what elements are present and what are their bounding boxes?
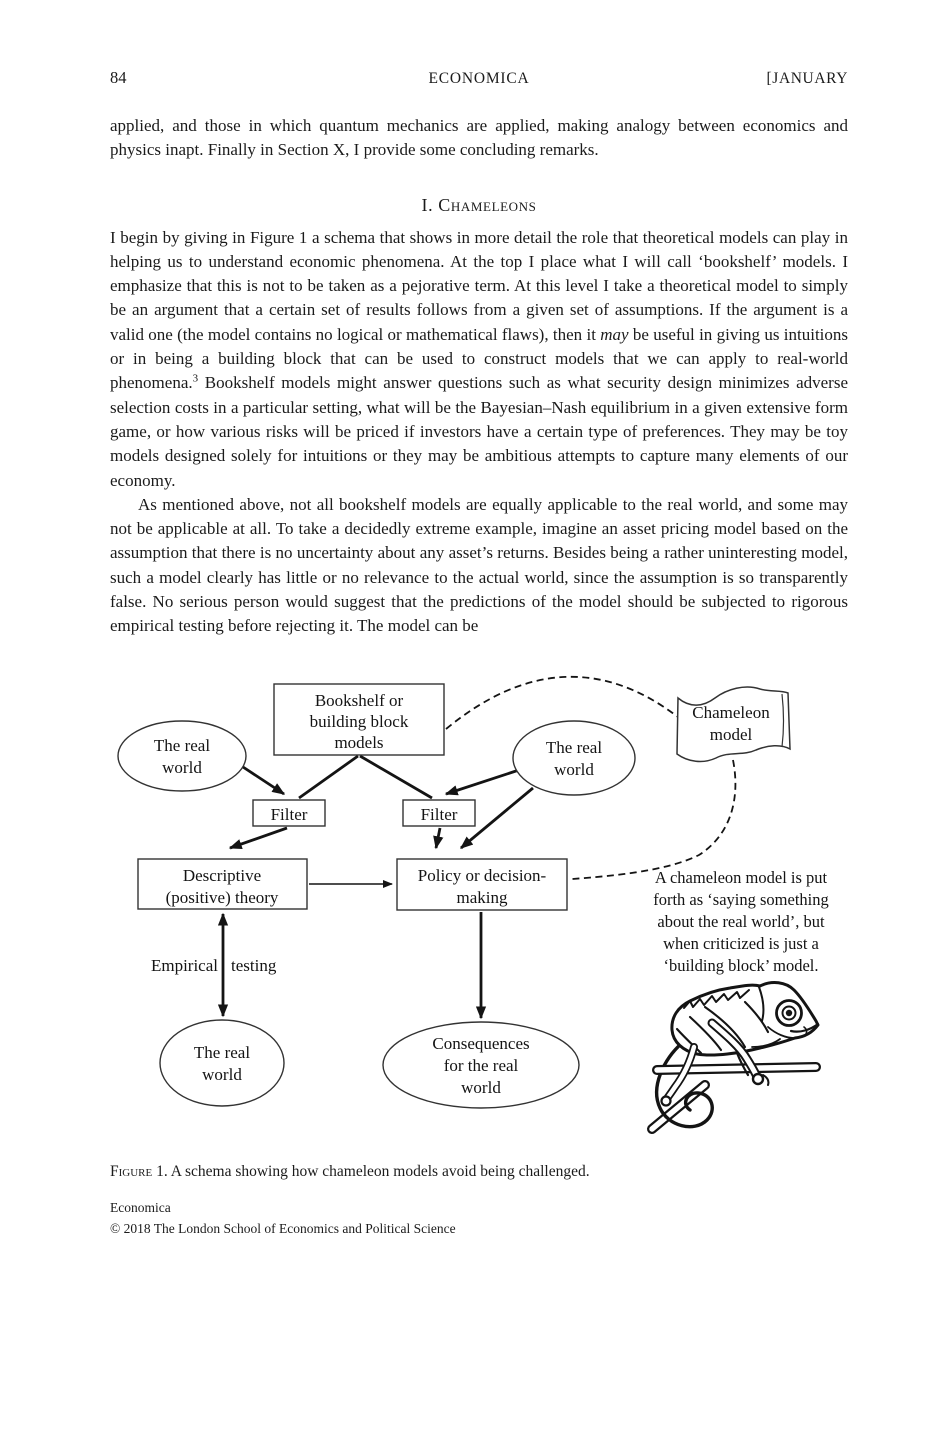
page-body: 84 ECONOMICA [JANUARY applied, and those…: [0, 68, 950, 1240]
chameleon-illustration: [647, 980, 821, 1134]
descriptive-label-line2: (positive) theory: [166, 888, 279, 907]
node-filter-left: Filter: [252, 798, 326, 827]
figure-caption: Figure 1. A schema showing how chameleon…: [110, 1163, 848, 1181]
footer-journal-name: Economica: [110, 1199, 171, 1215]
policy-label-line1: Policy or decision-: [418, 866, 547, 885]
node-policy-decision: Policy or decision- making: [396, 857, 568, 911]
issue-label: [JANUARY: [766, 70, 848, 87]
paragraph-intro-text-3: Bookshelf models might answer questions …: [110, 373, 848, 490]
real-world-tr-line1: The real: [546, 738, 602, 757]
paragraph-continuation: applied, and those in which quantum mech…: [110, 114, 848, 163]
schema-diagram: Bookshelf or building block models The r…: [117, 675, 829, 1134]
node-consequences: Consequences for the real world: [382, 1020, 580, 1109]
filter-right-label: Filter: [421, 805, 458, 824]
paragraph-continuation-text: applied, and those in which quantum mech…: [110, 116, 848, 160]
consequences-line3: world: [461, 1078, 501, 1097]
real-world-tr-line2: world: [554, 760, 594, 779]
node-chameleon-banner: Chameleon model: [676, 685, 791, 762]
italic-word: may: [600, 324, 629, 344]
testing-word: testing: [231, 956, 277, 975]
node-filter-right: Filter: [402, 798, 476, 827]
annotation-line3: about the real world’, but: [657, 912, 825, 931]
node-descriptive-theory: Descriptive (positive) theory: [137, 857, 308, 910]
consequences-line1: Consequences: [432, 1034, 529, 1053]
real-world-b-line2: world: [202, 1065, 242, 1084]
bookshelf-label-line2: building block: [310, 712, 409, 731]
diagram-arrows: [217, 754, 534, 1019]
real-world-tl-line2: world: [162, 758, 202, 777]
bookshelf-label-line3: models: [334, 733, 383, 752]
empirical-word: Empirical: [151, 956, 218, 975]
node-real-world-bottom: The real world: [159, 1018, 285, 1107]
footnote-marker: 3: [192, 372, 199, 385]
running-head: 84 ECONOMICA [JANUARY: [110, 68, 848, 88]
annotation-line5: ‘building block’ model.: [663, 956, 818, 975]
figure-caption-label: Figure: [110, 1162, 153, 1180]
paragraph-intro-text-2: be useful in giving us intuitions or in …: [110, 324, 849, 393]
filter-left-label: Filter: [271, 805, 308, 824]
descriptive-label-line1: Descriptive: [183, 866, 261, 885]
node-real-world-top-right: The real world: [512, 719, 636, 796]
chameleon-annotation: A chameleon model is put forth as ‘sayin…: [653, 868, 829, 975]
figure-1: Bookshelf or building block models The r…: [0, 657, 950, 1157]
journal-title: ECONOMICA: [428, 70, 530, 87]
footer-copyright: © 2018 The London School of Economics an…: [110, 1221, 456, 1237]
annotation-line2: forth as ‘saying something: [653, 890, 829, 909]
annotation-line1: A chameleon model is put: [655, 868, 828, 887]
page-number: 84: [110, 68, 127, 87]
policy-label-line2: making: [457, 888, 508, 907]
figure-caption-text: 1. A schema showing how chameleon models…: [152, 1162, 590, 1180]
page-footer: Economica © 2018 The London School of Ec…: [110, 1197, 848, 1240]
section-heading: I. Chameleons: [421, 194, 537, 215]
dashed-curve-bookshelf-to-banner: [445, 675, 679, 730]
paragraph-intro-text-1: I begin by giving in Figure 1 a schema t…: [110, 227, 848, 344]
annotation-line4: when criticized is just a: [663, 934, 819, 953]
paragraph-intro: I begin by giving in Figure 1 a schema t…: [110, 226, 848, 493]
real-world-b-line1: The real: [194, 1043, 250, 1062]
banner-label-line1: Chameleon: [692, 703, 770, 722]
banner-label-line2: model: [710, 725, 753, 744]
bookshelf-label-line1: Bookshelf or: [315, 691, 404, 710]
paragraph-second-text: As mentioned above, not all bookshelf mo…: [110, 494, 848, 636]
empirical-testing-label: Empirical testing: [151, 956, 277, 975]
real-world-tl-line1: The real: [154, 736, 210, 755]
consequences-line2: for the real: [444, 1056, 519, 1075]
node-bookshelf-models: Bookshelf or building block models: [273, 682, 445, 756]
journal-page: { "header": { "page_number": "84", "jour…: [0, 68, 950, 1434]
paragraph-second: As mentioned above, not all bookshelf mo…: [110, 493, 848, 639]
node-real-world-top-left: The real world: [117, 719, 247, 792]
dashed-curve-banner-to-policy: [571, 759, 737, 880]
